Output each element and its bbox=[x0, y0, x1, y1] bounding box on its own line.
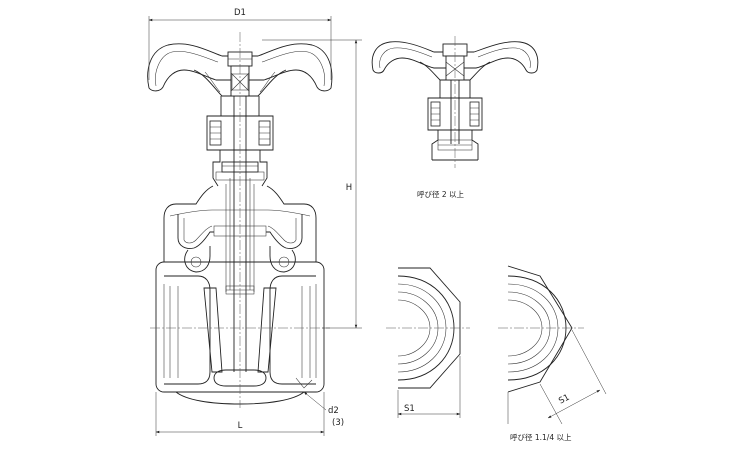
hex-end-view-left: S1 bbox=[386, 267, 470, 418]
dimension-l: L bbox=[155, 392, 325, 436]
valve-body-lower bbox=[155, 261, 325, 405]
dimension-h-label: H bbox=[346, 183, 352, 193]
dimension-d1: D1 bbox=[148, 8, 332, 80]
main-valve-view bbox=[147, 32, 333, 408]
note-nominal-size-1-1-4: 呼び径 1.1/4 以上 bbox=[510, 432, 572, 442]
dimension-h: H bbox=[262, 39, 362, 329]
dimension-l-label: L bbox=[238, 421, 243, 431]
dimension-d2: d2 (3) bbox=[303, 391, 344, 428]
valve-stem bbox=[225, 96, 255, 372]
note-nominal-size-2: 呼び径 2 以上 bbox=[417, 189, 465, 199]
valve-body-upper bbox=[163, 185, 317, 273]
dimension-d2-qty: (3) bbox=[332, 418, 344, 428]
alt-handwheel-view: 呼び径 2 以上 bbox=[371, 36, 539, 199]
dimension-d1-label: D1 bbox=[234, 8, 246, 18]
dimension-s1-right-label: S1 bbox=[557, 393, 571, 407]
hex-end-view-right: S1 呼び径 1.1/4 以上 bbox=[498, 265, 607, 442]
dimension-s1-left-label: S1 bbox=[404, 404, 415, 414]
dimension-d2-label: d2 bbox=[328, 406, 339, 416]
